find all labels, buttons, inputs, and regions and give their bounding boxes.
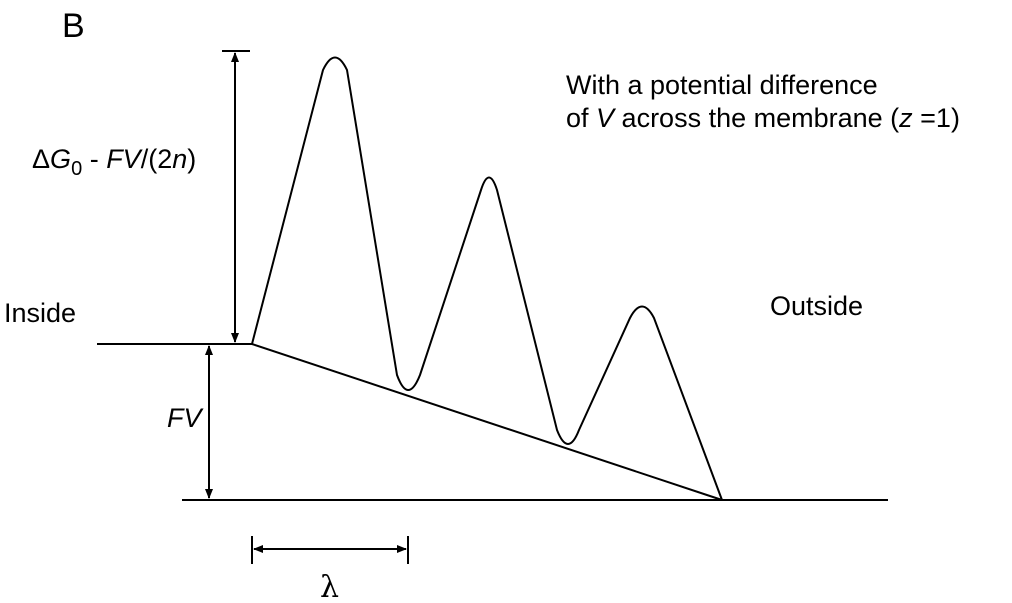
barrier-height-label: ΔG0 - FV/(2n): [32, 144, 196, 180]
lambda-label: λ: [320, 570, 339, 603]
inside-label: Inside: [4, 298, 76, 328]
note-line-2: of V across the membrane (z =1): [566, 103, 960, 133]
fv-label: FV: [167, 403, 204, 433]
note-line-1: With a potential difference: [566, 70, 878, 100]
potential-slope-line: [251, 343, 723, 501]
outside-label: Outside: [770, 291, 863, 321]
panel-label: B: [62, 7, 85, 45]
energy-barrier-curve: [251, 56, 723, 501]
